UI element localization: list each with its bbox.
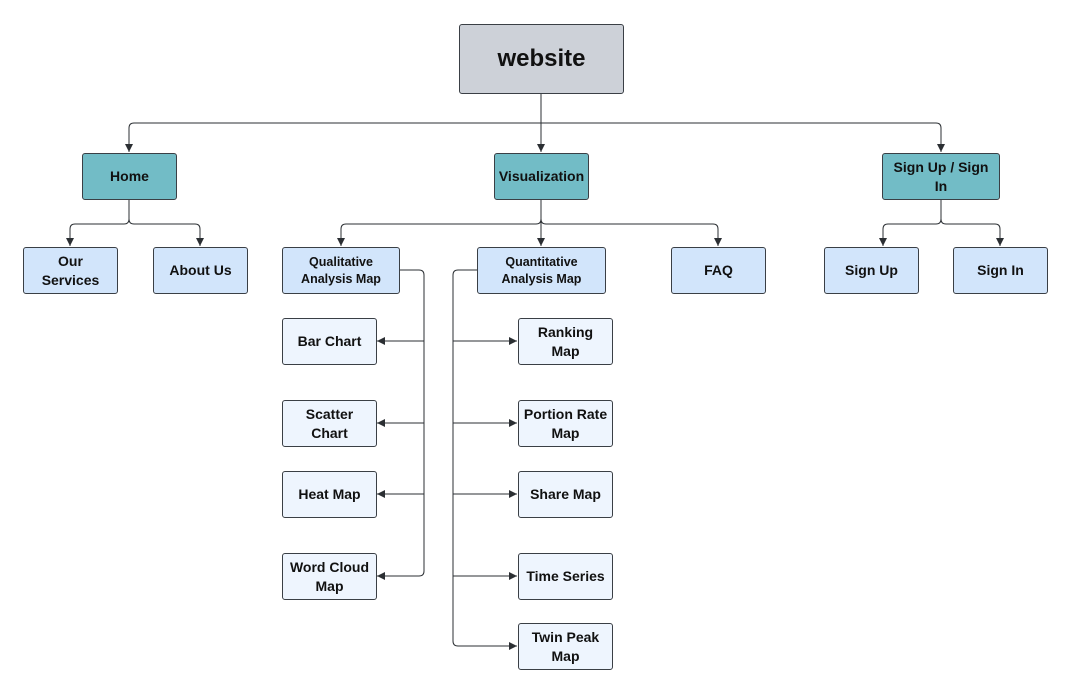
node-heat-map: Heat Map bbox=[282, 471, 377, 518]
node-bar-chart: Bar Chart bbox=[282, 318, 377, 365]
node-portion-rate-map: Portion Rate Map bbox=[518, 400, 613, 447]
node-our-services: Our Services bbox=[23, 247, 118, 294]
node-sign-up: Sign Up bbox=[824, 247, 919, 294]
connector-account-sign-in bbox=[940, 218, 1004, 246]
connector-root-account bbox=[541, 122, 945, 152]
node-ranking-map: Ranking Map bbox=[518, 318, 613, 365]
node-home: Home bbox=[82, 153, 177, 200]
node-twin-peak-map: Twin Peak Map bbox=[518, 623, 613, 670]
node-sign-in: Sign In bbox=[953, 247, 1048, 294]
node-share-map: Share Map bbox=[518, 471, 613, 518]
connector-home-our-services bbox=[66, 200, 130, 246]
node-time-series: Time Series bbox=[518, 553, 613, 600]
connector-qualitative-spine bbox=[400, 269, 425, 577]
connector-home-about-us bbox=[128, 218, 204, 246]
node-website: website bbox=[459, 24, 624, 94]
node-sign-up-sign-in: Sign Up / Sign In bbox=[882, 153, 1000, 200]
connector-quantitative-spine bbox=[452, 269, 477, 647]
node-word-cloud-map: Word Cloud Map bbox=[282, 553, 377, 600]
node-visualization: Visualization bbox=[494, 153, 589, 200]
node-faq: FAQ bbox=[671, 247, 766, 294]
connector-visualization-qualitative bbox=[337, 200, 542, 246]
connector-account-sign-up bbox=[879, 200, 942, 246]
node-qualitative-analysis-map: Qualitative Analysis Map bbox=[282, 247, 400, 294]
node-about-us: About Us bbox=[153, 247, 248, 294]
node-quantitative-analysis-map: Quantitative Analysis Map bbox=[477, 247, 606, 294]
node-scatter-chart: Scatter Chart bbox=[282, 400, 377, 447]
connector-root-home bbox=[125, 94, 542, 152]
connector-visualization-faq bbox=[540, 218, 722, 246]
